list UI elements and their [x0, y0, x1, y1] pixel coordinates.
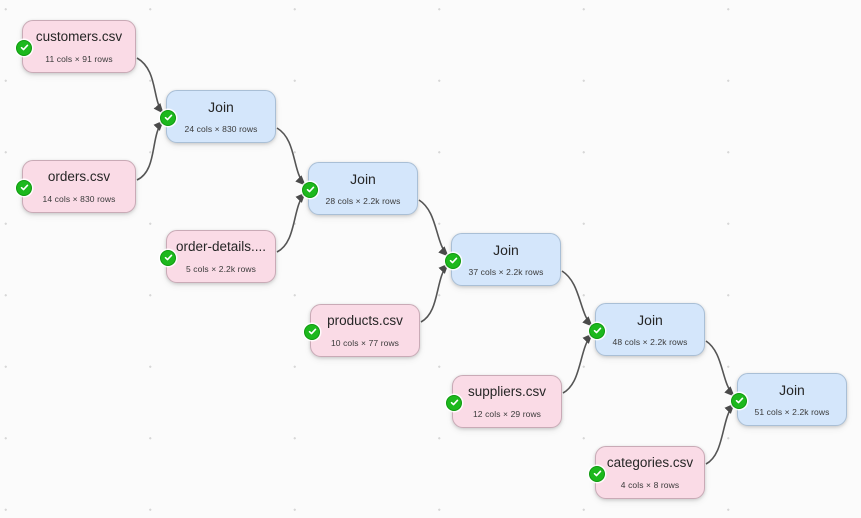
node-order-details[interactable]: order-details.... 5 cols × 2.2k rows [160, 230, 276, 283]
pipeline-edge[interactable] [136, 120, 164, 181]
pipeline-edge[interactable] [705, 340, 735, 397]
check-circle-icon [160, 109, 176, 126]
node-categories[interactable]: categories.csv 4 cols × 8 rows [589, 446, 705, 499]
node-shape-meta: 37 cols × 2.2k rows [468, 267, 544, 277]
node-title: categories.csv [606, 455, 694, 470]
check-circle-icon [302, 181, 318, 198]
check-circle-icon [731, 392, 747, 409]
check-circle-icon [16, 39, 32, 56]
pipeline-edge[interactable] [562, 333, 593, 394]
node-shape-meta: 4 cols × 8 rows [620, 480, 680, 490]
node-shape-meta: 14 cols × 830 rows [42, 194, 116, 204]
node-title: customers.csv [35, 29, 123, 44]
node-title: Join [350, 171, 376, 187]
node-join4[interactable]: Join 48 cols × 2.2k rows [589, 303, 705, 356]
node-join1[interactable]: Join 24 cols × 830 rows [160, 90, 276, 143]
node-shape-meta: 11 cols × 91 rows [45, 54, 113, 64]
pipeline-edge[interactable] [561, 270, 593, 327]
node-shape-meta: 10 cols × 77 rows [330, 338, 400, 348]
node-title: Join [637, 312, 663, 328]
pipeline-edge[interactable] [276, 127, 306, 186]
pipeline-edge[interactable] [705, 403, 735, 465]
pipeline-edge[interactable] [420, 263, 449, 323]
node-products[interactable]: products.csv 10 cols × 77 rows [304, 304, 420, 357]
check-circle-icon [304, 323, 320, 340]
pipeline-edge[interactable] [136, 57, 164, 114]
check-circle-icon [589, 465, 605, 482]
node-suppliers[interactable]: suppliers.csv 12 cols × 29 rows [446, 375, 562, 428]
node-join5[interactable]: Join 51 cols × 2.2k rows [731, 373, 847, 426]
node-orders[interactable]: orders.csv 14 cols × 830 rows [16, 160, 136, 213]
node-shape-meta: 24 cols × 830 rows [184, 124, 258, 134]
node-title: order-details.... [175, 239, 267, 254]
check-circle-icon [589, 322, 605, 339]
node-shape-meta: 28 cols × 2.2k rows [325, 196, 401, 206]
pipeline-edge[interactable] [418, 199, 449, 257]
node-shape-meta: 48 cols × 2.2k rows [612, 337, 688, 347]
check-circle-icon [160, 249, 176, 266]
node-shape-meta: 5 cols × 2.2k rows [185, 264, 257, 274]
check-circle-icon [445, 252, 461, 269]
node-title: Join [208, 99, 234, 115]
node-shape-meta: 51 cols × 2.2k rows [754, 407, 830, 417]
node-title: orders.csv [47, 169, 111, 184]
check-circle-icon [16, 179, 32, 196]
pipeline-edge[interactable] [276, 192, 306, 253]
check-circle-icon [446, 394, 462, 411]
node-title: suppliers.csv [467, 384, 547, 399]
node-join2[interactable]: Join 28 cols × 2.2k rows [302, 162, 418, 215]
node-title: Join [779, 382, 805, 398]
node-title: products.csv [327, 313, 403, 328]
node-title: Join [493, 242, 519, 258]
node-shape-meta: 12 cols × 29 rows [472, 409, 542, 419]
node-customers[interactable]: customers.csv 11 cols × 91 rows [16, 20, 136, 73]
node-join3[interactable]: Join 37 cols × 2.2k rows [445, 233, 561, 286]
